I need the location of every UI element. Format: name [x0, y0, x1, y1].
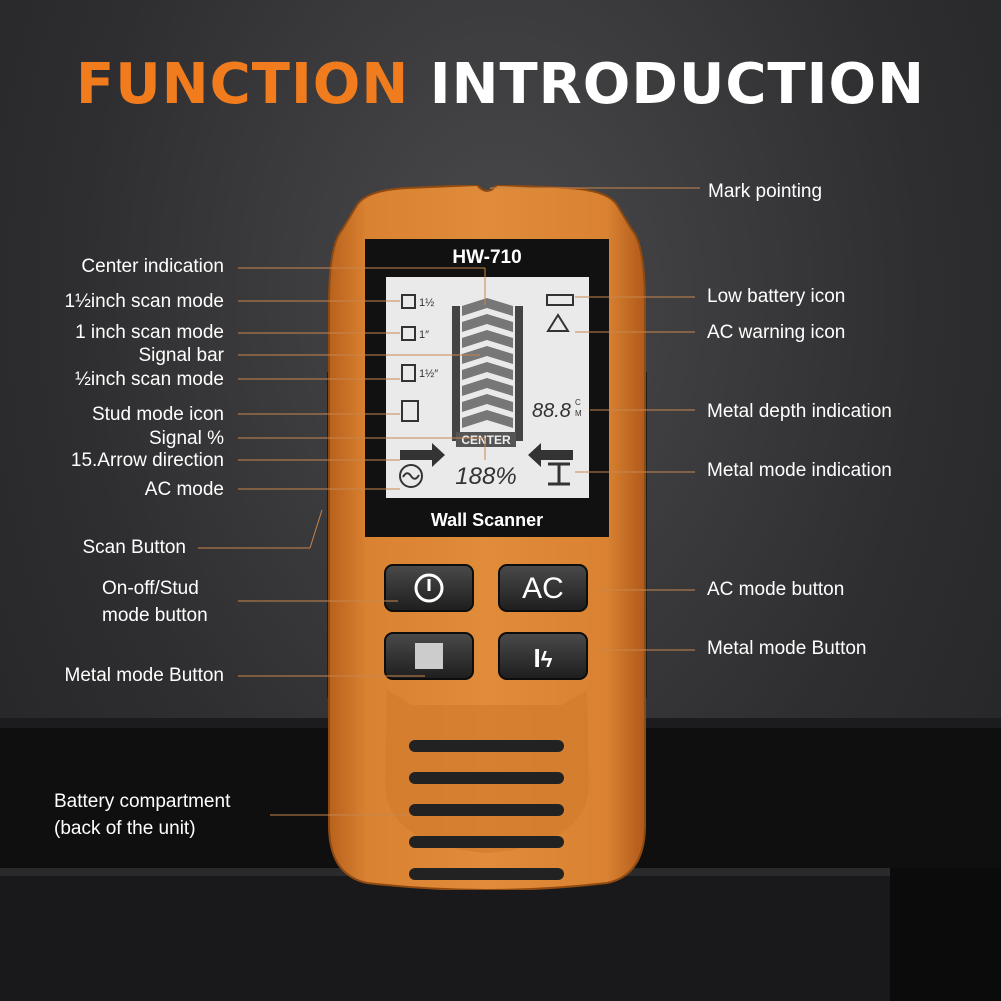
- label-arrow-direction: 15.Arrow direction: [70, 450, 224, 471]
- label-center-indication: Center indication: [81, 256, 224, 277]
- label-stud-mode: Stud mode icon: [91, 404, 224, 425]
- arrow-right-icon: [400, 443, 445, 467]
- label-mark-pointing: Mark pointing: [708, 181, 823, 202]
- scan-1-text: 1″: [419, 329, 429, 341]
- center-box: [456, 432, 516, 447]
- label-signal-bar: Signal bar: [138, 345, 224, 366]
- battery-grill: [409, 740, 564, 880]
- signal-bar-right-rail: [515, 306, 523, 441]
- label-ac-mode: AC mode: [144, 479, 224, 500]
- scan-mode-icons: [401, 294, 419, 422]
- center-text: CENTER: [461, 433, 511, 447]
- scan-0-5-icon: [401, 364, 416, 382]
- scan-1-icon: [401, 326, 416, 341]
- label-metal-depth: Metal depth indication: [707, 401, 892, 422]
- label-metal-mode-left: Metal mode Button: [64, 665, 224, 686]
- label-battery-line2: (back of the unit): [54, 818, 196, 839]
- signal-percent: 188%: [455, 463, 516, 490]
- label-scan-1-5: 1½inch scan mode: [64, 291, 225, 312]
- signal-bar-left-rail: [452, 306, 460, 441]
- scan-1-5-text: 1½: [419, 297, 434, 309]
- label-metal-mode-button-right: Metal mode Button: [707, 638, 867, 659]
- label-ac-warning: AC warning icon: [707, 322, 846, 343]
- page-title: FUNCTION INTRODUCTION: [0, 52, 1001, 117]
- device-name-label: Wall Scanner: [431, 510, 543, 530]
- label-onoff-line2: mode button: [102, 605, 208, 626]
- metal-mode-button-icon: Iϟ: [534, 643, 553, 673]
- label-signal-percent: Signal %: [149, 428, 224, 449]
- depth-unit-c: C: [575, 398, 581, 407]
- scan-1-5-icon: [401, 294, 416, 309]
- label-onoff-line1: On-off/Stud: [102, 578, 199, 599]
- arrow-left-icon: [528, 443, 573, 467]
- battery-icon: [546, 294, 574, 306]
- platform: [0, 868, 890, 1001]
- scan-0-5-text: 1½″: [419, 368, 438, 380]
- stud-mode-icon: [401, 400, 419, 422]
- power-icon: [414, 573, 444, 603]
- signal-chevrons: [462, 298, 513, 428]
- metal-scan-icon: [415, 643, 443, 669]
- label-ac-mode-button: AC mode button: [707, 579, 845, 600]
- metal-mode-button[interactable]: [498, 632, 588, 680]
- title-function: FUNCTION: [76, 52, 410, 117]
- label-scan-1: 1 inch scan mode: [75, 322, 224, 343]
- model-label: HW-710: [452, 247, 521, 268]
- label-low-battery: Low battery icon: [707, 286, 846, 307]
- label-scan-0-5: ½inch scan mode: [75, 369, 224, 390]
- label-battery-line1: Battery compartment: [54, 791, 231, 812]
- ac-button-label: AC: [522, 572, 564, 605]
- label-metal-mode-indication: Metal mode indication: [707, 460, 892, 481]
- ac-button[interactable]: [498, 564, 588, 612]
- title-introduction: INTRODUCTION: [429, 52, 925, 117]
- depth-reading: 88.8: [532, 400, 571, 422]
- ac-mode-icon: [399, 464, 423, 488]
- platform-side: [890, 868, 1001, 1001]
- wall-scanner-device: HW-710 Wall Scanner CENTER 188% 1½ 1″ 1½…: [327, 185, 647, 890]
- ac-warning-icon: [546, 313, 570, 332]
- depth-unit-m: M: [575, 409, 582, 418]
- label-scan-button: Scan Button: [82, 537, 186, 558]
- metal-mode-icon: [548, 462, 570, 486]
